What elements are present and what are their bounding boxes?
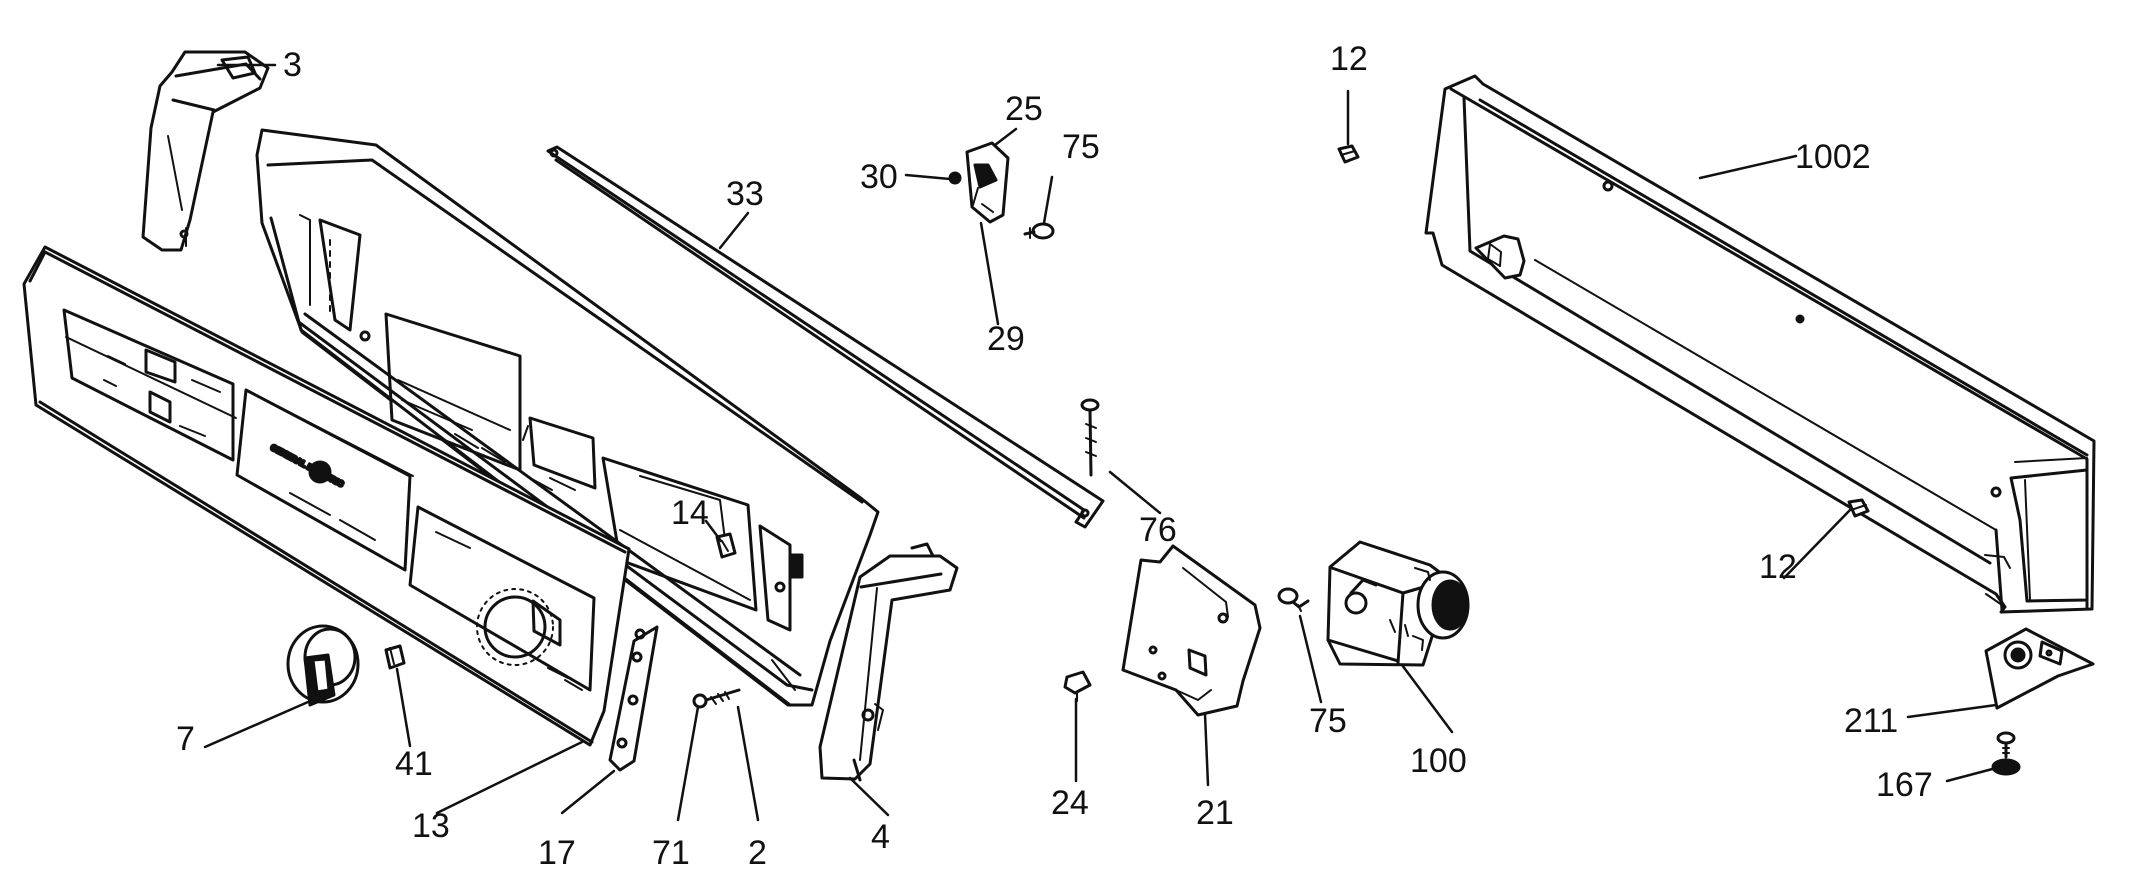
leader-75-lower [1298,614,1323,704]
callout-14: 14 [671,494,709,532]
callout-33: 33 [726,175,764,213]
callout-3: 3 [283,46,302,84]
part-2-control-panel [257,130,878,705]
leader-75-upper [1042,175,1054,225]
callout-4: 4 [871,818,890,856]
callout-7: 7 [176,720,195,758]
part-17-bracket [610,627,657,770]
leader-1002 [1698,154,1798,180]
callout-30: 30 [860,158,898,196]
leader-4 [848,776,890,817]
part-211-bracket [1986,629,2093,708]
leader-21 [1203,712,1210,787]
callout-41: 41 [395,745,433,783]
part-12-nut-lower [1849,500,1868,516]
part-1002-rear-housing [1426,76,2094,612]
callout-100: 100 [1410,742,1467,780]
leader-7 [203,700,310,749]
leader-71 [676,705,700,822]
callout-167: 167 [1876,766,1933,804]
part-71-screw [694,690,739,707]
part-7-knob [288,626,358,705]
leader-25 [993,127,1018,147]
leader-211 [1906,703,1998,719]
callout-71: 71 [652,834,690,872]
leader-30 [904,173,952,181]
part-100-timer-motor [1328,542,1468,665]
part-33-rail [548,147,1103,527]
callout-211: 211 [1844,702,1898,740]
leader-14 [704,519,723,543]
callout-1002: 1002 [1795,138,1871,176]
leader-33 [718,211,750,250]
part-4-right-end-cap [820,544,957,780]
part-24-nut [1065,672,1090,701]
leader-29 [979,221,1000,326]
callout-76: 76 [1139,511,1177,549]
callout-13: 13 [412,807,450,845]
leader-76 [1108,470,1162,515]
leader-41 [395,667,412,748]
callout-21: 21 [1196,794,1234,832]
callout-12-upper: 12 [1330,40,1368,78]
leader-17 [560,769,616,815]
callout-24: 24 [1051,784,1089,822]
part-167-bolt [1993,733,2019,774]
leader-2 [736,705,760,822]
callout-75-lower: 75 [1309,702,1347,740]
callout-75-upper: 75 [1062,128,1100,166]
leader-13 [435,740,584,815]
callout-25: 25 [1005,90,1043,128]
leader-12-lower [1782,508,1852,580]
part-25-switch-assembly [950,143,1008,222]
callout-17: 17 [538,834,576,872]
part-41-clip [386,646,404,668]
part-75-screw-upper [1025,224,1053,238]
callout-29: 29 [987,320,1025,358]
part-75-screw-lower [1279,589,1308,611]
part-13-front-console: GENERAL ELECTRIC [24,247,629,745]
callout-2: 2 [748,834,767,872]
callout-12-lower: 12 [1759,548,1797,586]
leader-100 [1400,663,1454,734]
part-3-left-end-cap [143,52,268,250]
part-21-mounting-plate [1123,546,1260,715]
part-12-nut-upper [1339,146,1358,162]
leader-167 [1945,765,2002,783]
part-76-screw [1082,400,1098,475]
